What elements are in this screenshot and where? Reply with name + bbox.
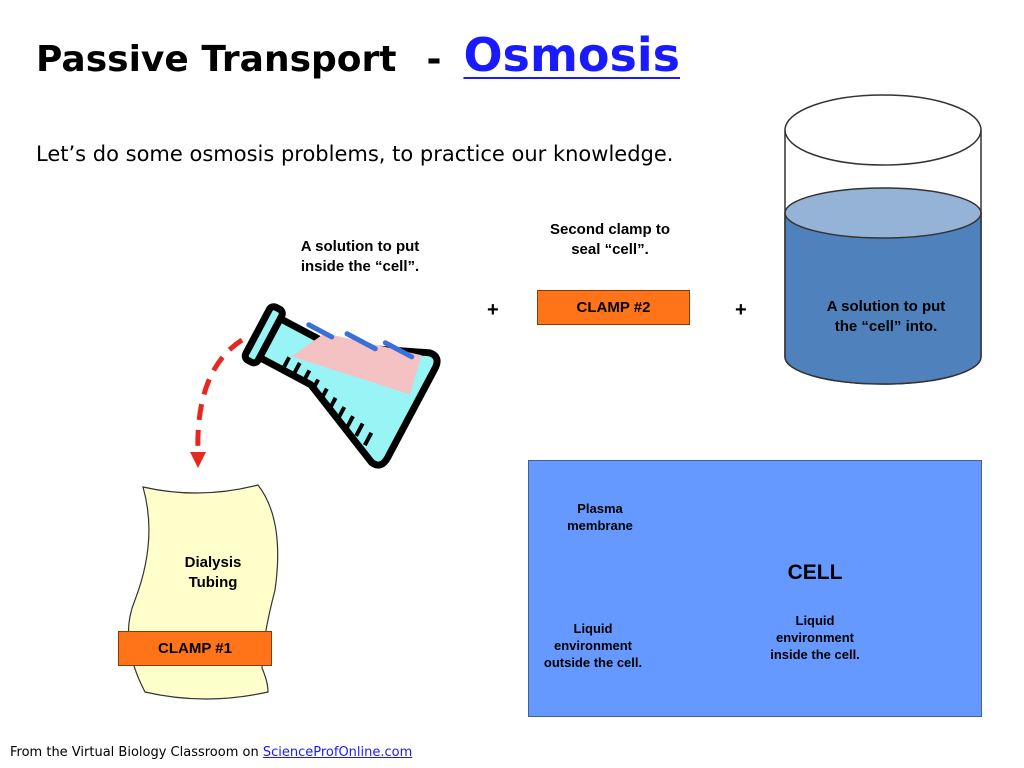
osmosis-link[interactable]: Osmosis <box>463 28 680 82</box>
flask-icon <box>241 303 441 469</box>
flask-label: A solution to put inside the “cell”. <box>300 238 420 275</box>
footer-link[interactable]: ScienceProfOnline.com <box>262 745 413 760</box>
dialysis-tubing-label: Dialysis Tubing <box>184 554 242 591</box>
plus-sign-right: + <box>735 299 747 321</box>
pour-arrow-icon <box>190 337 244 468</box>
beaker-label: A solution to put the “cell” into. <box>826 298 946 335</box>
footer: From the Virtual Biology Classroom on Sc… <box>10 745 412 760</box>
title-separator: - <box>426 39 442 80</box>
subtitle: Let’s do some osmosis problems, to pract… <box>36 142 674 166</box>
beaker-icon <box>784 94 982 385</box>
plus-sign-left: + <box>487 299 499 321</box>
plasma-membrane-label: Plasma membrane <box>567 501 633 533</box>
cell-title: CELL <box>787 561 843 584</box>
outside-environment-box <box>528 460 982 717</box>
footer-text: From the Virtual Biology Classroom on <box>10 745 263 760</box>
clamp-1-button[interactable]: CLAMP #1 <box>118 631 272 666</box>
clamp-2-button[interactable]: CLAMP #2 <box>537 290 690 325</box>
page-title: Passive Transport - Osmosis <box>36 28 680 82</box>
title-prefix: Passive Transport <box>36 39 397 80</box>
outside-environment-label: Liquid environment outside the cell. <box>543 621 643 670</box>
inside-environment-label: Liquid environment inside the cell. <box>770 613 860 662</box>
second-clamp-label: Second clamp to seal “cell”. <box>549 221 671 258</box>
